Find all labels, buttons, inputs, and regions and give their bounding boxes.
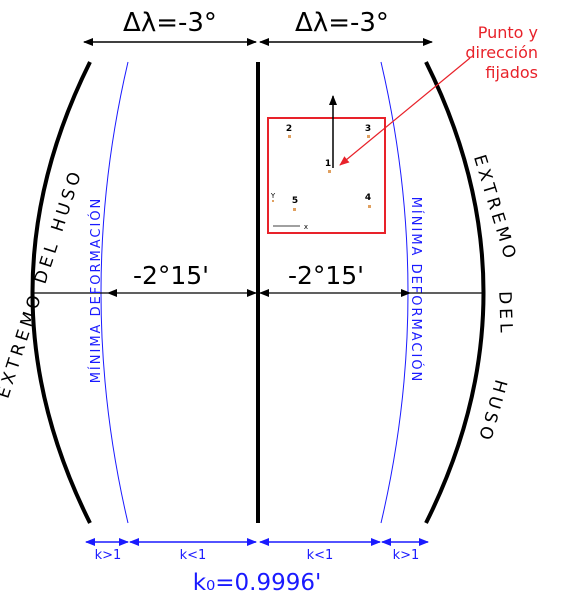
point-label-5: 5 <box>292 196 298 206</box>
offset-left-label: -2°15' <box>133 261 209 290</box>
inset-points: 2 3 1 5 4 Y x <box>270 124 371 231</box>
point-marker-4 <box>368 205 371 208</box>
offset-right-label: -2°15' <box>288 261 364 290</box>
point-label-2: 2 <box>286 124 292 134</box>
zone-edge-right-label-2: DEL <box>494 291 516 337</box>
zone-edge-left-curve <box>30 61 92 524</box>
point-label-4: 4 <box>365 193 371 203</box>
inset-box <box>267 117 386 234</box>
point-marker-5 <box>293 208 296 211</box>
k-right-inner-label: k<1 <box>307 548 334 563</box>
k-right-outer-label: k>1 <box>393 548 420 563</box>
point-label-3: 3 <box>365 124 371 134</box>
point-label-1: 1 <box>325 159 331 169</box>
point-marker-3 <box>367 135 370 138</box>
annotation-line-3: fijados <box>485 63 538 82</box>
annotation-line-2: dirección <box>465 43 538 62</box>
point-marker-2 <box>288 135 291 138</box>
zone-edge-right-curve <box>424 61 486 524</box>
inset-axis-x-label: x <box>304 223 308 231</box>
scale-factor-label: k₀=0.9996' <box>193 570 322 596</box>
inset-axis-y-label: Y <box>270 192 276 200</box>
inset-axis-origin <box>272 200 274 202</box>
point-marker-1 <box>328 170 331 173</box>
min-deformation-left-label: MÍNIMA DEFORMACIÓN <box>88 197 104 384</box>
delta-lambda-left-label: Δλ=-3° <box>123 8 217 38</box>
delta-lambda-right-label: Δλ=-3° <box>295 8 389 38</box>
k-left-outer-label: k>1 <box>95 548 122 563</box>
min-deformation-right-label: MÍNIMA DEFORMACIÓN <box>408 197 424 384</box>
k-left-inner-label: k<1 <box>180 548 207 563</box>
annotation-pointer-arrow <box>339 57 471 166</box>
annotation-line-1: Punto y <box>478 23 538 42</box>
zone-edge-right-label-3: HUSO <box>473 377 510 445</box>
